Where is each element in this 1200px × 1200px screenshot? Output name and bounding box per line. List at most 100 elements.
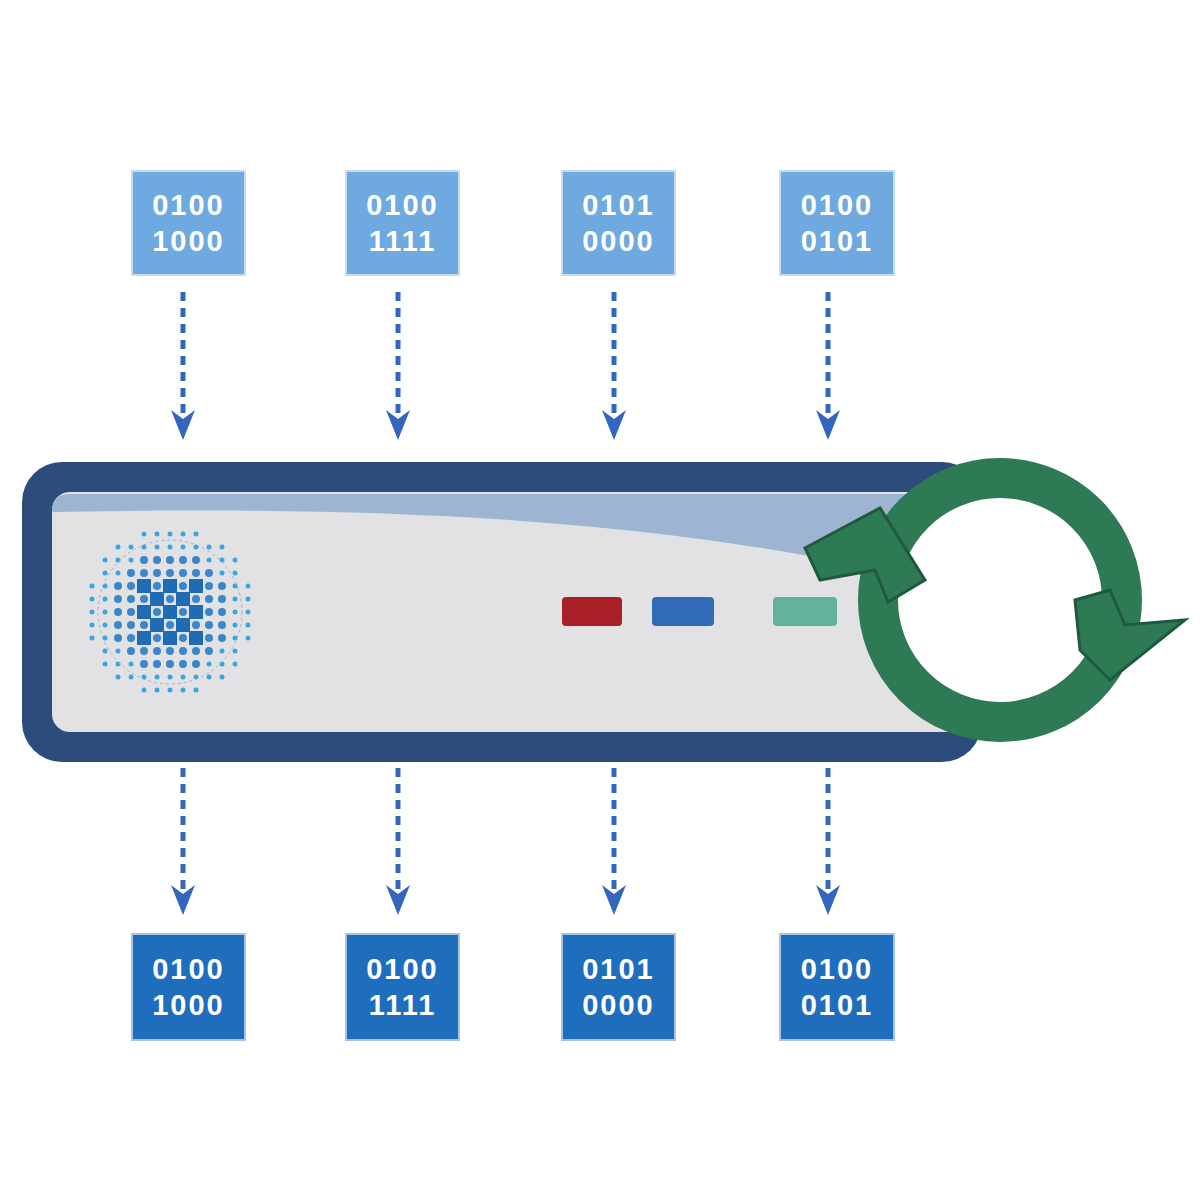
binary-box: 0101 0000 <box>561 170 676 276</box>
binary-box: 0100 1111 <box>345 170 460 276</box>
logo-dot <box>205 608 213 616</box>
logo-dot <box>207 662 212 667</box>
logo-dot <box>233 597 238 602</box>
logo-dot <box>129 558 134 563</box>
binary-value: 0100 1111 <box>347 951 458 1023</box>
binary-box: 0100 1111 <box>345 933 460 1041</box>
logo-dot <box>192 556 200 564</box>
logo-dot <box>153 556 161 564</box>
logo-dot <box>90 610 95 615</box>
logo-dot <box>116 545 121 550</box>
logo-dot <box>192 595 200 603</box>
binary-box: 0100 1000 <box>131 170 246 276</box>
dashed-arrow <box>612 768 617 900</box>
logo-dot <box>246 610 251 615</box>
logo-dot <box>153 582 161 590</box>
logo-dot <box>218 634 226 642</box>
logo-dot <box>129 662 134 667</box>
logo-dot <box>153 608 161 616</box>
logo-dot <box>179 569 187 577</box>
logo-dot <box>168 532 173 537</box>
logo-dot <box>137 631 151 645</box>
logo-dot <box>192 647 200 655</box>
logo-dot <box>127 569 135 577</box>
logo-dot <box>140 660 148 668</box>
logo-dot <box>137 605 151 619</box>
logo-dot <box>205 634 213 642</box>
logo-dot <box>233 623 238 628</box>
logo-dot <box>114 634 122 642</box>
logo-dot <box>114 582 122 590</box>
logo-dot <box>127 647 135 655</box>
logo-dot <box>189 605 203 619</box>
logo-dot <box>114 621 122 629</box>
input-arrows <box>183 292 828 425</box>
logo-dot <box>163 579 177 593</box>
logo-dot <box>205 647 213 655</box>
dashed-arrow <box>181 292 186 425</box>
logo-dot <box>90 636 95 641</box>
logo-dot <box>163 605 177 619</box>
logo-dot <box>189 631 203 645</box>
appliance <box>22 462 982 762</box>
appliance-face <box>52 492 972 732</box>
logo-dot <box>194 532 199 537</box>
logo-dot <box>246 597 251 602</box>
logo-dot <box>127 582 135 590</box>
logo-dot <box>155 688 160 693</box>
binary-value: 0100 1111 <box>347 187 458 259</box>
logo-dot <box>140 621 148 629</box>
logo-dot <box>166 660 174 668</box>
logo-dot <box>205 621 213 629</box>
logo-dot <box>150 592 164 606</box>
logo-dot <box>153 569 161 577</box>
logo-dot <box>233 649 238 654</box>
logo-dot <box>127 608 135 616</box>
logo-dot <box>194 688 199 693</box>
logo-dot <box>176 618 190 632</box>
logo-dot <box>137 579 151 593</box>
logo-dot <box>246 636 251 641</box>
logo-dot <box>103 571 108 576</box>
refresh-arrowhead <box>1075 590 1185 680</box>
logo-dot <box>127 621 135 629</box>
logo-dot <box>179 660 187 668</box>
logo-dot <box>246 584 251 589</box>
logo-dot <box>192 660 200 668</box>
logo-dot <box>205 595 213 603</box>
logo-dot <box>192 569 200 577</box>
refresh-arrowhead <box>805 508 925 602</box>
refresh-symbol <box>805 478 1185 722</box>
logo-dot <box>233 662 238 667</box>
binary-value: 0101 0000 <box>563 187 674 259</box>
logo-dot <box>103 662 108 667</box>
binary-value: 0100 0101 <box>781 187 893 259</box>
logo-dot <box>218 595 226 603</box>
logo-dot <box>233 584 238 589</box>
logo-dot <box>153 634 161 642</box>
logo-dot <box>114 595 122 603</box>
logo-dot <box>179 634 187 642</box>
logo-dot <box>103 623 108 628</box>
logo-dot <box>116 571 121 576</box>
logo-dot <box>168 688 173 693</box>
logo-dot <box>153 647 161 655</box>
logo-dot <box>207 675 212 680</box>
logo-dot <box>155 675 160 680</box>
status-led <box>652 597 714 626</box>
logo-dot <box>140 556 148 564</box>
logo-dot <box>189 579 203 593</box>
logo-dot <box>181 545 186 550</box>
appliance-housing <box>22 462 982 762</box>
logo-dot <box>103 610 108 615</box>
logo-dot <box>103 558 108 563</box>
logo-dot <box>233 571 238 576</box>
logo-dot <box>166 595 174 603</box>
logo-dot <box>140 647 148 655</box>
binary-value: 0100 1000 <box>133 951 244 1023</box>
logo-dot <box>153 660 161 668</box>
dashed-arrow <box>826 768 831 900</box>
logo-dot <box>205 582 213 590</box>
logo-dot <box>103 649 108 654</box>
logo-dot <box>179 556 187 564</box>
